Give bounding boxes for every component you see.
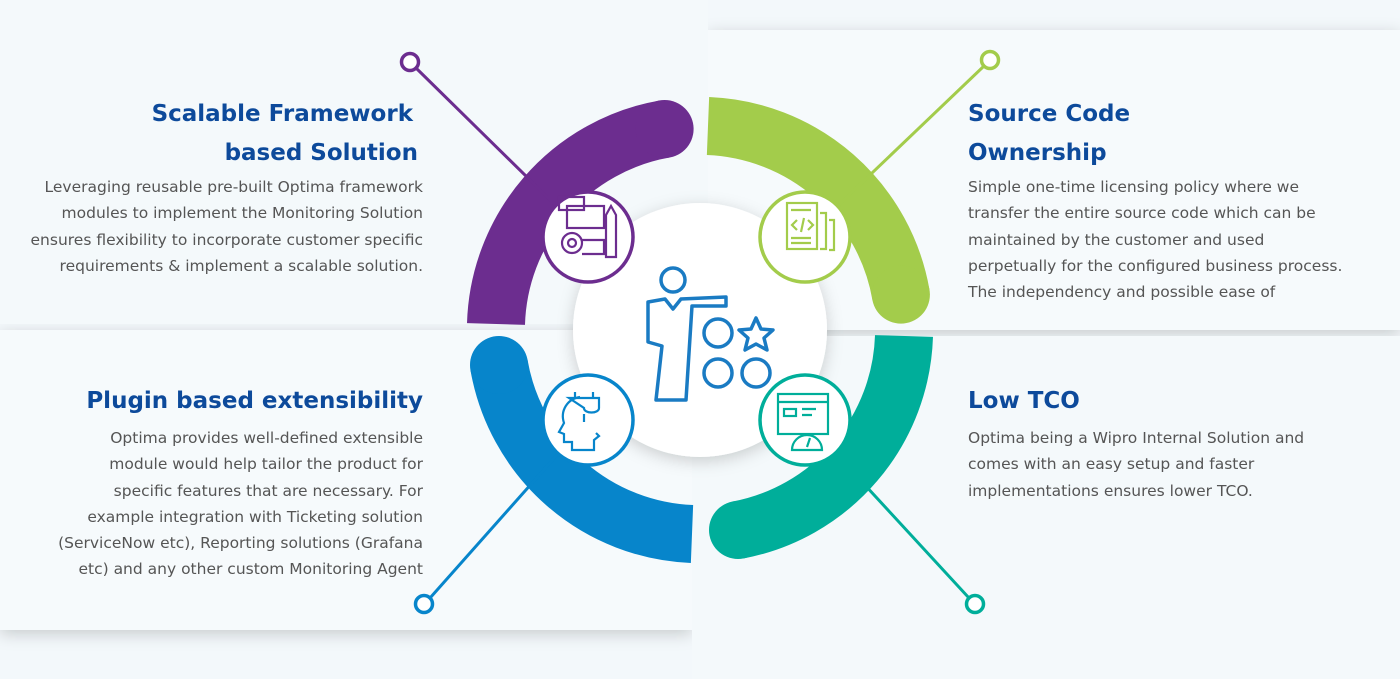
source-code-document-icon — [758, 190, 852, 284]
item-body-scalable-framework: Leveraging reusable pre-built Optima fra… — [30, 178, 423, 275]
item-title-low-tco: Low TCO — [968, 388, 1080, 414]
presenter-with-options-icon — [646, 266, 775, 402]
framework-gear-pencil-icon — [541, 190, 635, 284]
item-title-scalable-framework: Scalable Framework based Solution — [152, 95, 418, 173]
title-line: Source Code — [968, 101, 1131, 127]
item-body-plugin-extensibility: Optima provides well-defined extensible … — [58, 429, 423, 579]
title-line: based Solution — [224, 140, 418, 166]
dashboard-gauge-icon — [758, 373, 852, 467]
arc-green — [706, 97, 930, 324]
item-title-source-code: Source Code Ownership — [968, 95, 1130, 173]
head-plugin-icon — [541, 373, 635, 467]
item-body-source-code: Simple one-time licensing policy where w… — [968, 178, 1343, 302]
arc-teal — [709, 334, 933, 559]
item-body-low-tco: Optima being a Wipro Internal Solution a… — [968, 429, 1305, 500]
title-line: Scalable Framework — [151, 101, 413, 127]
item-title-plugin-extensibility: Plugin based extensibility — [86, 388, 423, 414]
center-circle — [573, 203, 827, 457]
arc-blue — [470, 336, 694, 563]
title-line: Ownership — [968, 140, 1107, 166]
